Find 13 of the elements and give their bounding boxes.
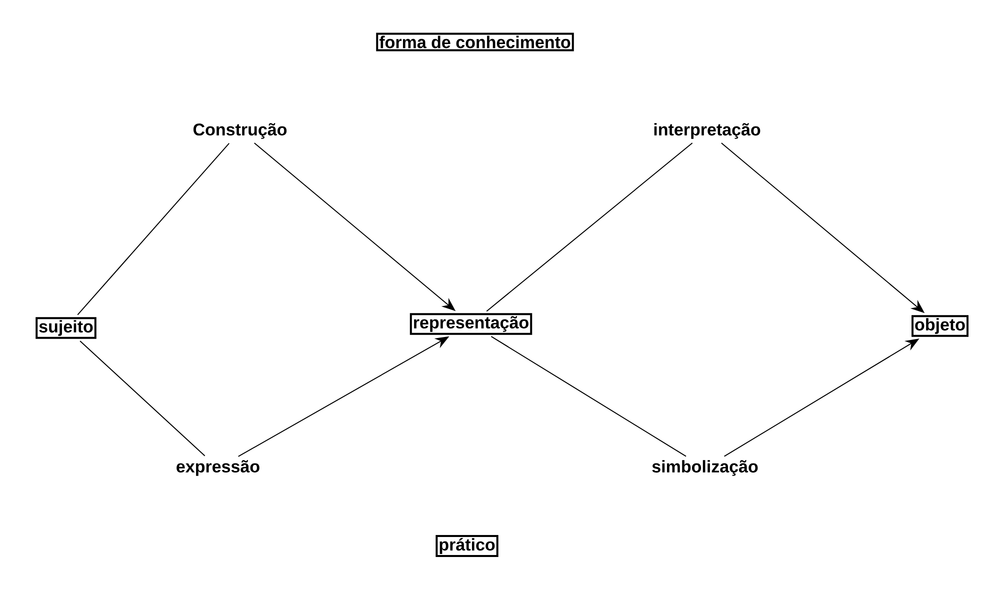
concept-label: Construção	[193, 123, 287, 139]
concept-label: simbolização	[652, 460, 758, 476]
concept-box: sujeito	[36, 317, 96, 339]
connector-line	[490, 336, 686, 457]
concept-box: prático	[436, 535, 498, 557]
connector-line	[486, 142, 693, 312]
concept-label: interpretação	[654, 123, 760, 139]
concept-label: expressão	[176, 460, 260, 476]
concept-box: forma de conhecimento	[376, 32, 574, 52]
connector-line	[77, 142, 230, 316]
concept-box: objeto	[912, 315, 968, 337]
connector-line	[80, 340, 206, 456]
concept-box: representação	[410, 313, 532, 335]
